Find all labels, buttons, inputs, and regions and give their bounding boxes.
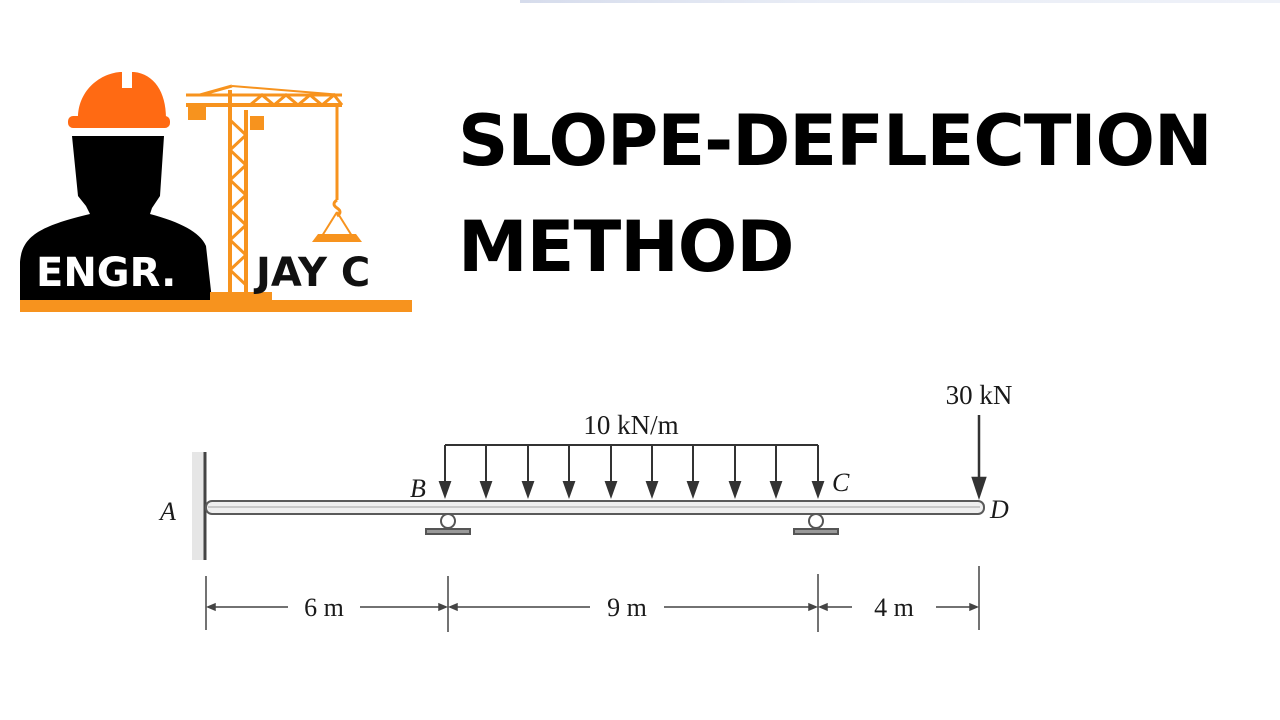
point-label-a: A xyxy=(158,497,176,526)
person-silhouette-icon xyxy=(20,136,212,300)
helmet-icon xyxy=(68,72,170,128)
dimension-lines xyxy=(205,566,980,632)
span-label-cd: 4 m xyxy=(874,593,914,622)
fixed-support-a xyxy=(192,452,207,560)
load-arrows xyxy=(438,445,825,499)
point-label-b: B xyxy=(410,474,426,503)
logo-text-engr: ENGR. xyxy=(36,250,176,296)
logo-text-jay-c: JAY C xyxy=(253,250,370,296)
roller-support-b xyxy=(425,513,471,535)
top-strip xyxy=(520,0,1280,3)
point-load-arrow xyxy=(971,415,987,500)
title-line-2: METHOD xyxy=(458,206,794,288)
page-title: SLOPE-DEFLECTION METHOD xyxy=(458,88,1213,300)
engr-jay-c-logo: ENGR. JAY C xyxy=(20,72,412,312)
distributed-load-label: 10 kN/m xyxy=(583,410,678,440)
roller-support-c xyxy=(793,513,839,535)
point-load-label: 30 kN xyxy=(946,380,1013,410)
logo-underline xyxy=(20,300,412,312)
point-label-d: D xyxy=(989,495,1009,524)
crane-cab xyxy=(250,116,264,130)
span-label-ab: 6 m xyxy=(304,593,344,622)
span-label-bc: 9 m xyxy=(607,593,647,622)
beam xyxy=(205,500,985,515)
crane-base xyxy=(210,292,272,302)
point-label-c: C xyxy=(832,468,850,497)
crane-load xyxy=(312,234,362,242)
beam-diagram: 10 kN/m 30 kN A B C D xyxy=(158,380,1013,632)
crane-icon xyxy=(186,84,353,296)
title-line-1: SLOPE-DEFLECTION xyxy=(458,100,1213,182)
crane-counterweight xyxy=(188,106,206,120)
distributed-load xyxy=(438,444,825,499)
